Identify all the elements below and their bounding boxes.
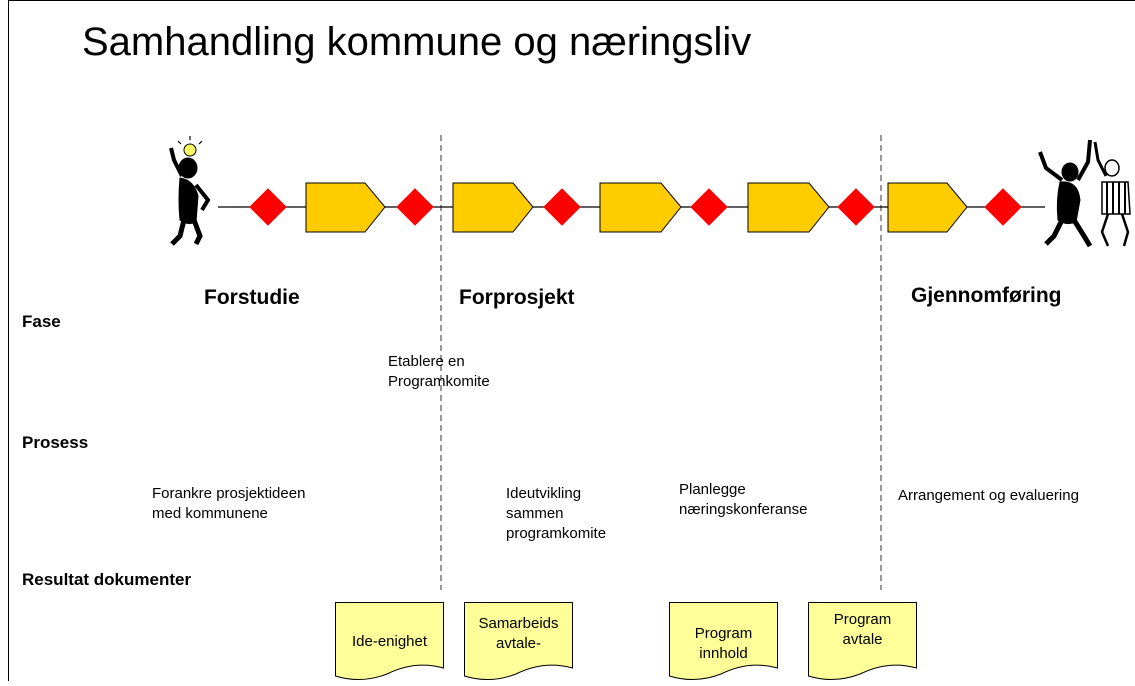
document-program-innhold: Program innhold <box>669 602 778 681</box>
text-forankre: Forankre prosjektideen med kommunene <box>152 485 306 522</box>
row-label-prosess: Prosess <box>22 433 89 452</box>
document-label: Samarbeids avtale- <box>478 615 559 652</box>
document-label: Program innhold <box>694 625 753 662</box>
document-label: Program avtale <box>833 611 892 648</box>
slide-frame <box>8 0 1135 681</box>
document-shape <box>335 602 444 680</box>
page-title: Samhandling kommune og næringsliv <box>82 20 752 64</box>
document-samarbeidsavtale: Samarbeids avtale- <box>464 602 573 681</box>
document-ide-enighet: Ide-enighet <box>335 602 444 681</box>
document-program-avtale: Program avtale <box>808 602 917 681</box>
phase-forprosjekt: Forprosjekt <box>459 286 575 309</box>
phase-gjennomforing: Gjennomføring <box>911 284 1062 307</box>
text-planlegge: Planlegge næringskonferanse <box>679 481 808 518</box>
document-label: Ide-enighet <box>351 633 428 650</box>
document-shape <box>669 602 778 680</box>
text-ideutvikling: Ideutvikling sammen programkomite <box>506 485 607 542</box>
row-label-resultat: Resultat dokumenter <box>22 570 192 589</box>
document-shape <box>464 602 573 680</box>
text-arrangement: Arrangement og evaluering <box>898 487 1079 504</box>
row-label-fase: Fase <box>22 312 61 331</box>
document-shape <box>808 602 917 680</box>
phase-forstudie: Forstudie <box>204 286 300 309</box>
text-etablere-programkomite: Etablere en Programkomite <box>388 353 490 390</box>
